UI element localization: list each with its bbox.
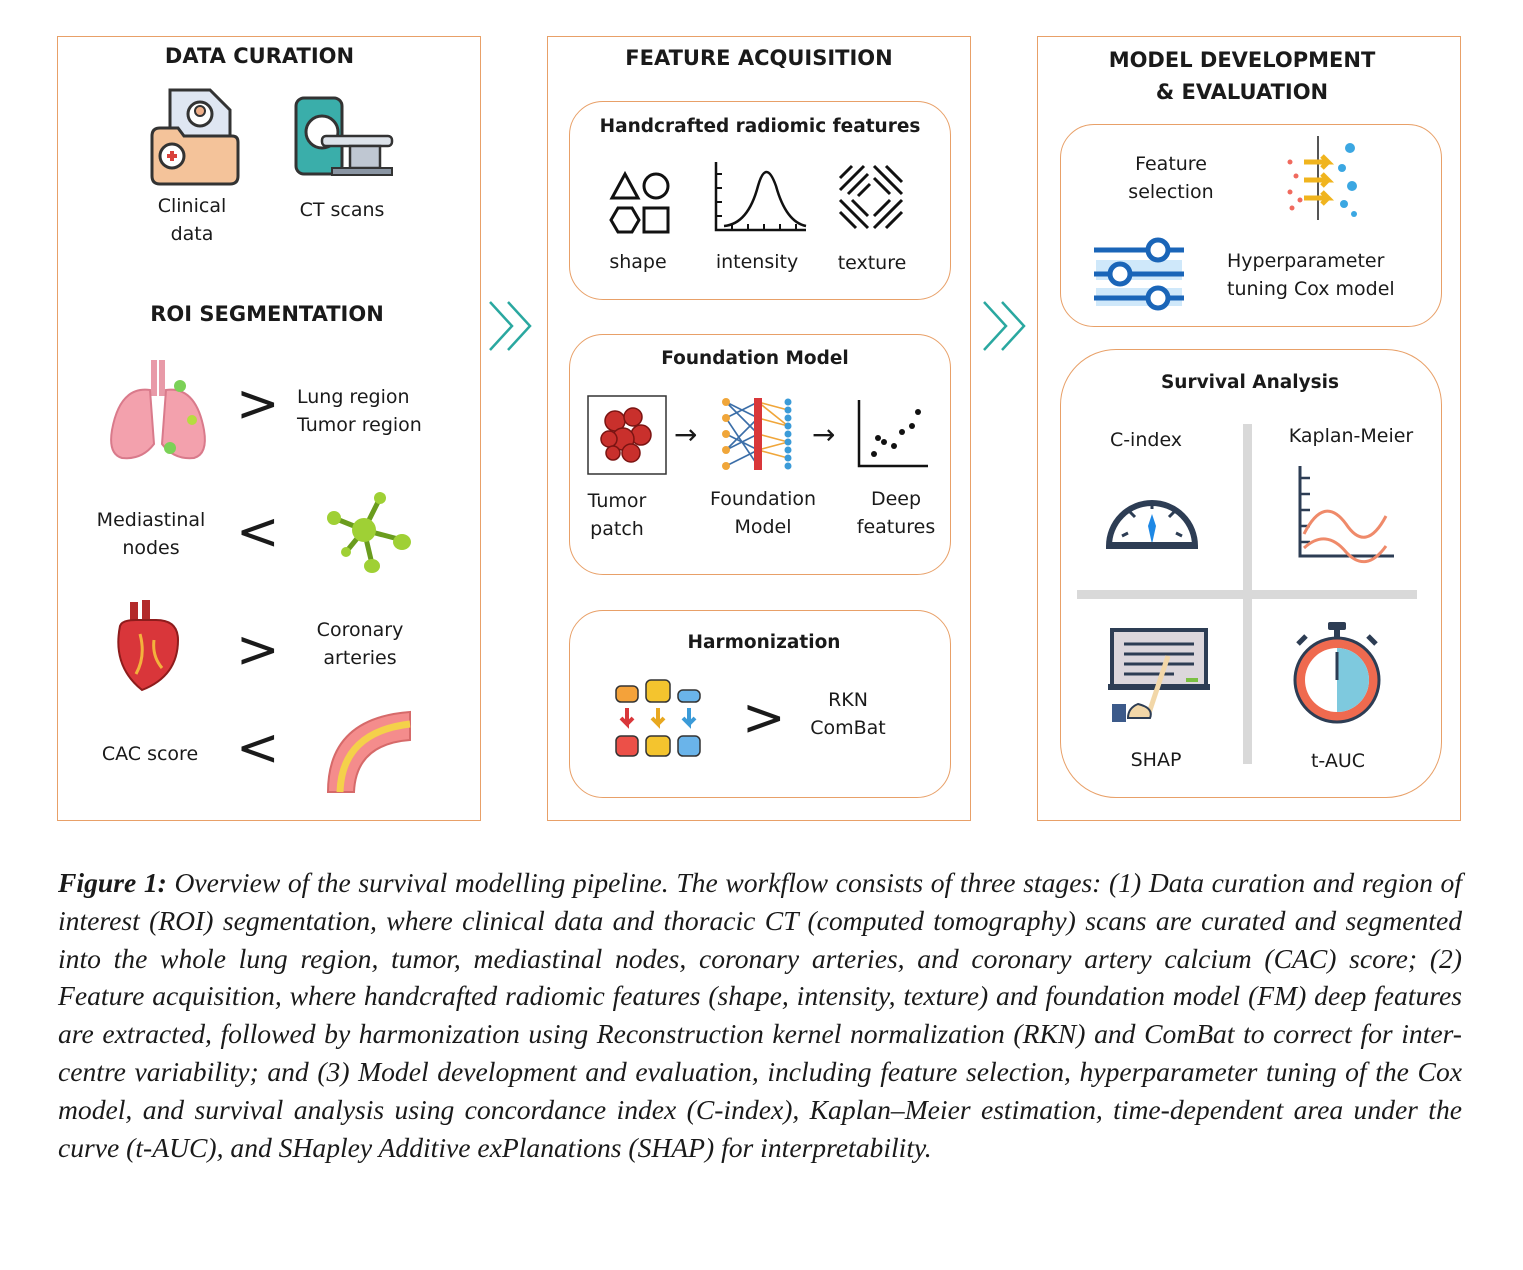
tumor-patch-label: Tumor patch bbox=[587, 490, 647, 540]
tauc-label: t-AUC bbox=[1310, 750, 1366, 772]
handcrafted-box bbox=[569, 101, 951, 300]
scatter-plot-icon bbox=[857, 400, 928, 468]
shape-label: shape bbox=[609, 251, 667, 273]
deep-features-label: Deep features bbox=[856, 488, 936, 538]
artery-icon bbox=[326, 710, 411, 793]
cindex-label: C-index bbox=[1109, 429, 1183, 451]
database-harmonization-icon bbox=[615, 679, 701, 757]
harmonization-title: Harmonization bbox=[687, 632, 841, 653]
tumor-patch-icon bbox=[587, 395, 667, 475]
quadrant-divider bbox=[1077, 424, 1417, 764]
clinical-data-label: Clinical data bbox=[157, 195, 227, 245]
heart-chevron: > bbox=[236, 620, 280, 680]
heart-icon bbox=[117, 600, 180, 692]
gauge-icon bbox=[1105, 500, 1199, 549]
rkn-combat-label: RKN ComBat bbox=[810, 689, 886, 739]
texture-label: texture bbox=[837, 252, 907, 274]
stopwatch-icon bbox=[1293, 622, 1381, 724]
lung-chevron: > bbox=[236, 374, 280, 434]
kaplan-meier-label: Kaplan-Meier bbox=[1288, 425, 1414, 447]
clinical-folder-icon bbox=[150, 88, 240, 186]
caption-text: Overview of the survival modelling pipel… bbox=[58, 867, 1462, 1163]
cac-score-label: CAC score bbox=[101, 743, 199, 765]
intensity-icon bbox=[714, 162, 807, 232]
handcrafted-title: Handcrafted radiomic features bbox=[599, 116, 921, 137]
fm-arrow-1: → bbox=[674, 418, 698, 451]
lung-tumor-label: Lung region Tumor region bbox=[297, 386, 422, 436]
kaplan-meier-icon bbox=[1298, 466, 1394, 563]
lungs-icon bbox=[110, 360, 206, 460]
survival-title: Survival Analysis bbox=[1160, 372, 1340, 393]
foundation-title: Foundation Model bbox=[661, 348, 849, 369]
cac-chevron: < bbox=[236, 718, 280, 778]
texture-icon bbox=[838, 164, 904, 230]
nodes-chevron: < bbox=[236, 502, 280, 562]
feature-selection-icon bbox=[1287, 136, 1357, 220]
feature-acquisition-title: FEATURE ACQUISITION bbox=[625, 46, 893, 70]
neural-network-icon bbox=[722, 398, 792, 470]
shap-presentation-icon bbox=[1108, 628, 1210, 722]
harmonization-box bbox=[569, 610, 951, 798]
model-development-title: MODEL DEVELOPMENT & EVALUATION bbox=[1108, 48, 1376, 104]
figure-caption: Figure 1: Overview of the survival model… bbox=[58, 864, 1462, 1166]
hyperparameter-label: Hyperparameter tuning Cox model bbox=[1227, 250, 1395, 300]
roi-segmentation-title: ROI SEGMENTATION bbox=[150, 302, 384, 326]
shap-label: SHAP bbox=[1130, 749, 1182, 771]
lymph-nodes-icon bbox=[327, 492, 411, 573]
data-curation-title: DATA CURATION bbox=[164, 44, 355, 68]
shape-icon bbox=[609, 170, 670, 234]
fm-arrow-2: → bbox=[812, 418, 836, 451]
sliders-icon bbox=[1094, 237, 1184, 311]
ct-scanner-icon bbox=[294, 96, 394, 176]
ct-scans-label: CT scans bbox=[299, 199, 385, 221]
coronary-arteries-label: Coronary arteries bbox=[316, 619, 404, 669]
intensity-label: intensity bbox=[715, 251, 799, 273]
feature-selection-label: Feature selection bbox=[1128, 153, 1214, 203]
harmonization-chevron: > bbox=[742, 688, 786, 748]
stage-arrow-1-icon bbox=[489, 301, 532, 351]
mediastinal-nodes-label: Mediastinal nodes bbox=[96, 509, 206, 559]
caption-label: Figure 1: bbox=[58, 867, 167, 898]
stage-arrow-2-icon bbox=[983, 301, 1026, 351]
foundation-model-label: Foundation Model bbox=[709, 488, 817, 538]
